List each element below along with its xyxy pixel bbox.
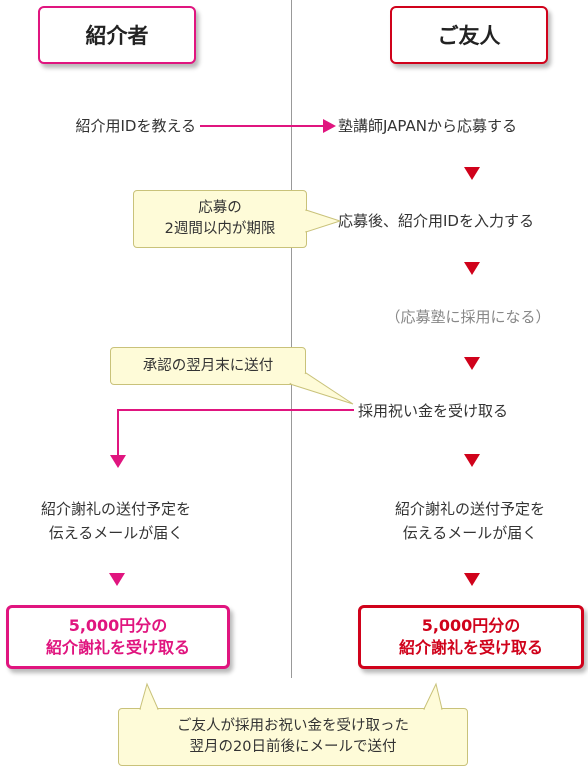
elbow-arrow-head bbox=[110, 455, 126, 468]
bottom-tail-left bbox=[139, 682, 159, 710]
approval-label: 承認の翌月末に送付 bbox=[142, 357, 274, 374]
down-arrow-friend-2 bbox=[464, 262, 480, 275]
friend-mail-line1: 紹介謝礼の送付予定を bbox=[394, 500, 545, 518]
bottom-line1: ご友人が採用お祝い金を受け取った bbox=[177, 718, 409, 734]
approval-callout: 承認の翌月末に送付 bbox=[110, 347, 306, 385]
deadline-line1: 応募の bbox=[198, 200, 242, 216]
referrer-mail-step: 紹介謝礼の送付予定を 伝えるメールが届く bbox=[0, 497, 232, 545]
step-hired: （応募塾に採用になる） bbox=[385, 308, 551, 326]
down-arrow-friend-1 bbox=[464, 167, 480, 180]
referrer-header: 紹介者 bbox=[38, 6, 196, 64]
friend-result-line1: 5,000円分の bbox=[421, 616, 521, 635]
referrer-mail-line2: 伝えるメールが届く bbox=[48, 524, 184, 542]
deadline-callout: 応募の 2週間以内が期限 bbox=[133, 190, 307, 248]
referrer-result-line1: 5,000円分の bbox=[68, 616, 168, 635]
step-receive: 採用祝い金を受け取る bbox=[358, 402, 509, 420]
down-arrow-friend-4 bbox=[464, 454, 480, 467]
friend-mail-step: 紹介謝礼の送付予定を 伝えるメールが届く bbox=[352, 497, 588, 545]
friend-header-label: ご友人 bbox=[437, 24, 501, 48]
bottom-line2: 翌月の20日前後にメールで送付 bbox=[189, 739, 397, 755]
step-apply: 塾講師JAPANから応募する bbox=[338, 117, 517, 135]
elbow-arrow-line bbox=[117, 409, 354, 455]
referrer-result-box: 5,000円分の 紹介謝礼を受け取る bbox=[6, 605, 230, 669]
referrer-header-label: 紹介者 bbox=[85, 24, 149, 48]
step-tell-id: 紹介用IDを教える bbox=[75, 117, 196, 135]
referrer-result-line2: 紹介謝礼を受け取る bbox=[45, 638, 190, 657]
friend-result-box: 5,000円分の 紹介謝礼を受け取る bbox=[358, 605, 584, 669]
step-enter-id: 応募後、紹介用IDを入力する bbox=[338, 212, 534, 230]
bottom-tail-right bbox=[423, 682, 443, 710]
id-arrow-head bbox=[323, 119, 336, 133]
friend-result-line2: 紹介謝礼を受け取る bbox=[398, 638, 543, 657]
friend-mail-line2: 伝えるメールが届く bbox=[402, 524, 538, 542]
referrer-mail-line1: 紹介謝礼の送付予定を bbox=[40, 500, 191, 518]
down-arrow-referrer-1 bbox=[109, 573, 125, 586]
bottom-callout: ご友人が採用お祝い金を受け取った 翌月の20日前後にメールで送付 bbox=[118, 708, 468, 766]
column-divider bbox=[291, 0, 292, 678]
down-arrow-friend-3 bbox=[464, 357, 480, 370]
down-arrow-friend-5 bbox=[464, 573, 480, 586]
friend-header: ご友人 bbox=[390, 6, 548, 64]
deadline-line2: 2週間以内が期限 bbox=[164, 221, 276, 237]
deadline-tail bbox=[305, 209, 342, 233]
